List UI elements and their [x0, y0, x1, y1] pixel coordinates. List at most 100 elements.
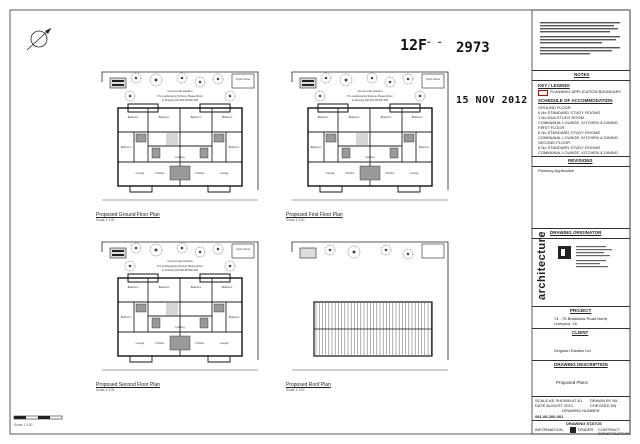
schedule-heading: SCHEDULE OF ACCOMMODATION [538, 98, 613, 103]
room-label: Kitchen [196, 171, 205, 175]
cycle-store-label: Cycle Store [426, 77, 441, 81]
fixture-block [135, 303, 147, 313]
drawing-ref-note: to Drawing Ref 081-08-500-000 [162, 98, 199, 102]
room-label: Bedroom [128, 115, 139, 119]
tree-symbol [176, 242, 188, 254]
status-option-construction: CONSTRUCTION [598, 431, 631, 436]
reference-stamp-dash: - - [426, 38, 443, 48]
site-boundary [101, 71, 259, 190]
room-label: Landing [175, 325, 185, 329]
garden-sign [299, 247, 317, 259]
tree-symbol [124, 90, 136, 102]
key-heading: KEY / LEGEND [538, 83, 570, 88]
fixture-block [341, 147, 351, 159]
tree-trunk [134, 246, 138, 250]
tree-trunk [128, 264, 132, 268]
tree-trunk [406, 252, 410, 256]
project-heading: PROJECT [570, 308, 592, 313]
received-date-stamp: 15 NOV 2012 [456, 95, 528, 106]
front-bay [397, 186, 421, 193]
rear-bay [199, 103, 231, 113]
tree-trunk [370, 76, 374, 80]
client-heading: CLIENT [572, 330, 589, 335]
room-label: Bedroom [229, 315, 240, 319]
fixture-block [151, 317, 161, 329]
fixture-block [169, 165, 191, 181]
plan-scale: Scale 1:100 [96, 388, 115, 392]
plan-caption: Proposed Roof Plan [286, 382, 331, 388]
fixture-block [135, 133, 147, 143]
cycle-store-outline [421, 243, 445, 259]
fixture-block [403, 133, 415, 143]
room-label: Bedroom [419, 145, 430, 149]
schedule-line: GROUND FLOOR [538, 105, 571, 110]
plan-caption: Proposed Second Floor Plan [96, 382, 160, 388]
plan-caption: Proposed First Floor Plan [286, 212, 343, 218]
room-label: Bedroom [121, 315, 132, 319]
room-label: Bedroom [381, 115, 392, 119]
site-boundary [101, 241, 259, 360]
plan-scale: Scale 1:100 [96, 218, 115, 222]
room-label: Bedroom [159, 115, 170, 119]
drawing-number: 081-08-200-002 [535, 414, 564, 419]
tree-symbol [384, 76, 396, 88]
room-label: Bedroom [191, 115, 202, 119]
tree-symbol [130, 72, 142, 84]
tree-symbol [402, 73, 414, 85]
tree-trunk [228, 94, 232, 98]
meta-checked-by: CHECKED DN [590, 403, 617, 408]
floor-plan-roof: Proposed Roof Plan Scale 1:100 [286, 240, 450, 392]
fixture-block [213, 133, 225, 143]
plan-scale: Scale 1:100 [286, 388, 305, 392]
tree-trunk [198, 250, 202, 254]
tree-symbol [366, 72, 378, 84]
disclaimer-text-block [540, 22, 620, 55]
schedule-line: COMMUNAL LOUNGE, KITCHEN & DINING [538, 150, 618, 155]
rear-bay [389, 103, 421, 113]
cycle-store-label: Cycle Store [236, 247, 251, 251]
room-label: Kitchen [156, 171, 165, 175]
schedule-line: SECOND FLOOR [538, 140, 571, 145]
tree-symbol [414, 90, 426, 102]
meta-date: DATE AUGUST 2012 [535, 403, 573, 408]
rear-bay [199, 273, 231, 283]
tree-symbol [149, 243, 163, 257]
project-line-1: 74 - 76 Bradshaw Road North, [554, 316, 609, 321]
cycle-store-label: Cycle Store [236, 77, 251, 81]
room-label: Bedroom [318, 115, 329, 119]
sheet-scale: Scale 1:100 [14, 423, 33, 427]
tree-trunk [180, 76, 184, 80]
drawing-status-heading: DRAWING STATUS [566, 421, 602, 426]
tree-trunk [352, 250, 356, 254]
tree-trunk [388, 80, 392, 84]
room-label: Bedroom [128, 285, 139, 289]
room-label: Lounge [220, 171, 229, 175]
drawing-description: Proposed Plans [556, 380, 588, 385]
schedule-line: 6 No STANDARD STUDY ROOMS [538, 145, 601, 150]
reference-stamp-prefix: 12F [400, 36, 428, 54]
garden-sign-band [112, 250, 124, 252]
cycle-store-outline [421, 73, 445, 89]
room-label: Lounge [136, 341, 145, 345]
firm-address-block [576, 246, 612, 268]
landscaping-note: Pro Landscaping Scheme Please Refer [157, 264, 203, 268]
status-option-tender: TENDER [577, 427, 594, 432]
garden-sign [109, 77, 127, 89]
rear-bay [127, 103, 159, 113]
garden-sign-band [112, 254, 124, 256]
room-label: Lounge [410, 171, 419, 175]
tree-symbol [130, 242, 142, 254]
tree-symbol [224, 260, 236, 272]
garden-sign [109, 247, 127, 259]
tree-symbol [176, 72, 188, 84]
tree-trunk [198, 80, 202, 84]
key-item: PLANNING APPLICATION BOUNDARY [550, 89, 622, 94]
room-label: Bedroom [412, 115, 423, 119]
drawing-originator-heading: DRAWING ORIGINATOR [550, 230, 602, 235]
firm-logo-mark [558, 246, 571, 259]
